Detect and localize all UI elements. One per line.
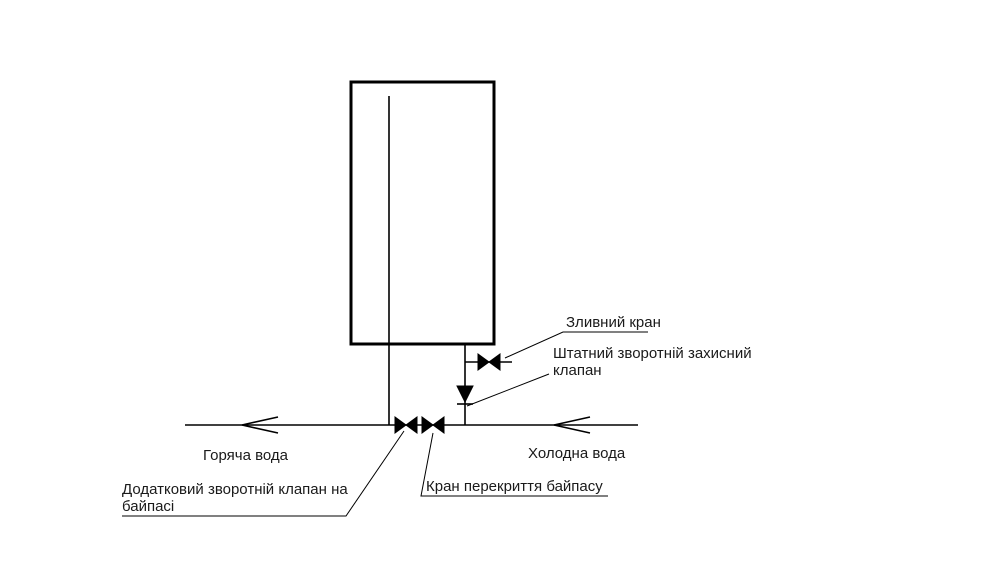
drain-valve-symbol (477, 353, 501, 371)
additional-check-valve-leader (122, 430, 405, 517)
additional-check-valve-label: Додатковий зворотній клапан на байпасі (122, 481, 348, 515)
drain-valve-leader (504, 331, 648, 359)
additional-check-valve-label-line1: Додатковий зворотній клапан на (122, 481, 348, 498)
bypass-shutoff-valve-symbol (421, 416, 445, 434)
standard-check-valve-label: Штатний зворотній захисний клапан (553, 345, 752, 379)
additional-check-valve-symbol (394, 416, 418, 434)
cold-water-flow-arrow (553, 416, 591, 434)
bypass-shutoff-valve-label: Кран перекриття байпасу (426, 478, 603, 495)
standard-check-valve-leader (466, 373, 550, 407)
hot-water-label: Горяча вода (203, 447, 288, 464)
standard-check-valve-symbol (456, 385, 474, 404)
cold-water-label: Холодна вода (528, 445, 626, 462)
drain-valve-label: Зливний кран (566, 314, 661, 331)
additional-check-valve-label-line2: байпасі (122, 498, 175, 515)
standard-check-valve-label-line2: клапан (553, 362, 602, 379)
boiler-tank (349, 80, 496, 346)
bypass-shutoff-valve-leader (420, 432, 608, 497)
hot-water-flow-arrow (241, 416, 279, 434)
standard-check-valve-label-line1: Штатний зворотній захисний (553, 345, 752, 362)
